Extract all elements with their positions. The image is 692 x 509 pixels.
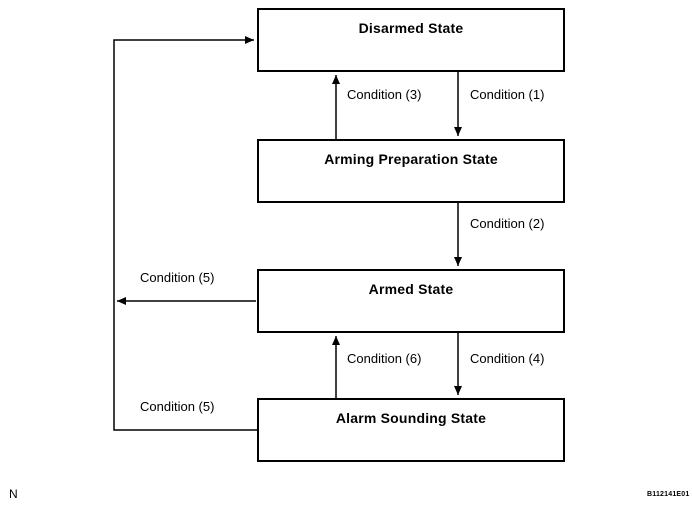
- state-label-arming-preparation: Arming Preparation State: [324, 151, 498, 167]
- arrow-alarm-to-disarmed-return-loop: [113, 36, 257, 431]
- page-note: N: [9, 487, 18, 501]
- transition-label-condition-3: Condition (3): [347, 87, 422, 102]
- transition-label-condition-2: Condition (2): [470, 216, 545, 231]
- transition-label-condition-5-upper: Condition (5): [140, 270, 215, 285]
- state-box-alarm-sounding: Alarm Sounding State: [257, 398, 565, 462]
- state-label-armed: Armed State: [368, 281, 454, 297]
- transition-label-condition-6: Condition (6): [347, 351, 422, 366]
- state-label-alarm-sounding: Alarm Sounding State: [335, 410, 487, 426]
- transition-label-condition-4: Condition (4): [470, 351, 545, 366]
- state-box-disarmed: Disarmed State: [257, 8, 565, 72]
- transition-label-condition-5-lower: Condition (5): [140, 399, 215, 414]
- transition-label-condition-1: Condition (1): [470, 87, 545, 102]
- figure-code: B112141E01: [647, 491, 690, 498]
- state-label-disarmed: Disarmed State: [358, 20, 464, 36]
- state-box-arming-preparation: Arming Preparation State: [257, 139, 565, 203]
- state-box-armed: Armed State: [257, 269, 565, 333]
